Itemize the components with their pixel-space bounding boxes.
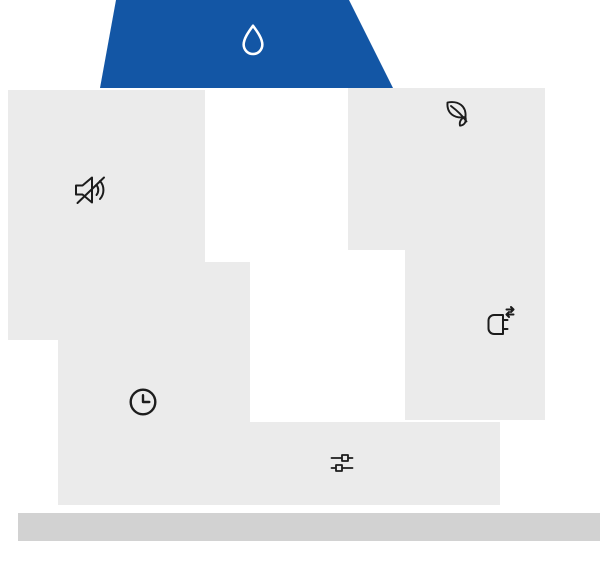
leaf-icon (446, 101, 468, 127)
sliders-icon (330, 454, 354, 472)
settings-tile[interactable] (205, 422, 500, 505)
plug-swap-icon (487, 306, 515, 335)
water-drop-icon (241, 24, 264, 56)
power-tile[interactable] (405, 250, 545, 420)
eco-tile[interactable] (348, 88, 545, 250)
water-tab[interactable] (100, 0, 393, 88)
mute-icon (75, 176, 105, 204)
clock-icon (129, 388, 157, 416)
bottom-bar (18, 513, 600, 541)
